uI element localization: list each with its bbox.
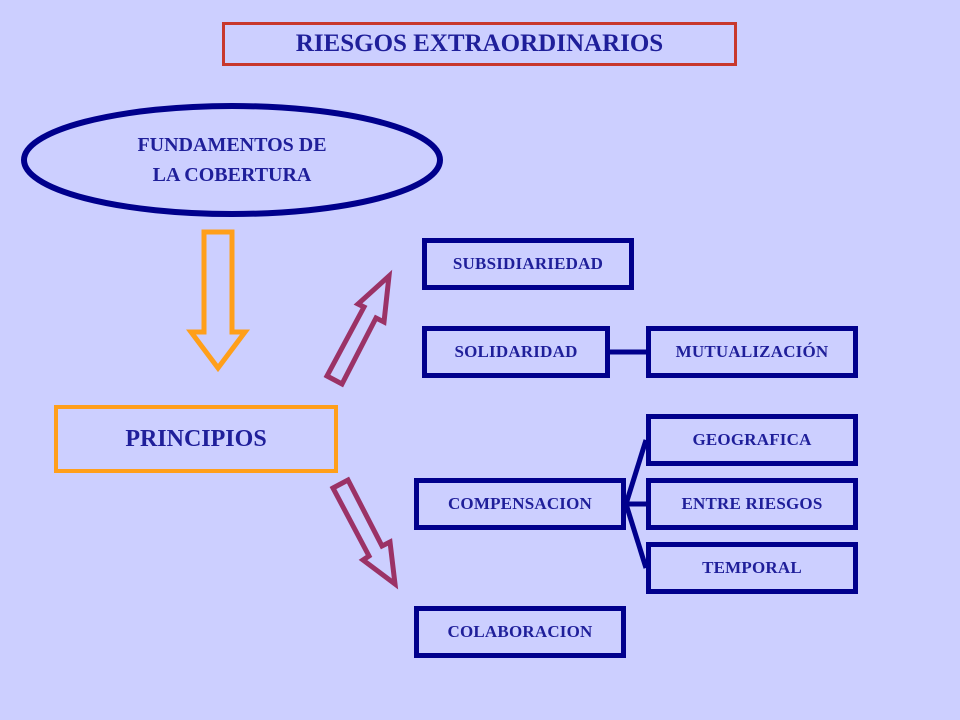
node-compensacion: COMPENSACION [414, 478, 626, 530]
node-mutualizacion: MUTUALIZACIÓN [646, 326, 858, 378]
node-temporal: TEMPORAL [646, 542, 858, 594]
down-arrow-icon [186, 229, 250, 373]
node-entre-riesgos: ENTRE RIESGOS [646, 478, 858, 530]
principios-box: PRINCIPIOS [54, 405, 338, 473]
node-subsidiariedad: SUBSIDIARIEDAD [422, 238, 634, 290]
up-right-arrow-icon [323, 269, 393, 388]
node-geografica: GEOGRAFICA [646, 414, 858, 466]
connector-compensacion-temporal [623, 503, 649, 569]
down-right-arrow-icon [329, 476, 399, 590]
diagram-title: RIESGOS EXTRAORDINARIOS [222, 22, 737, 66]
connector-compensacion-geografica [623, 439, 649, 505]
node-colaboracion: COLABORACION [414, 606, 626, 658]
node-solidaridad: SOLIDARIDAD [422, 326, 610, 378]
fundamentos-line-2: LA COBERTURA [152, 164, 312, 186]
fundamentos-line-1: FUNDAMENTOS DE [137, 134, 327, 156]
fundamentos-label: FUNDAMENTOS DE LA COBERTURA [22, 104, 442, 216]
fundamentos-ellipse [21, 103, 443, 217]
